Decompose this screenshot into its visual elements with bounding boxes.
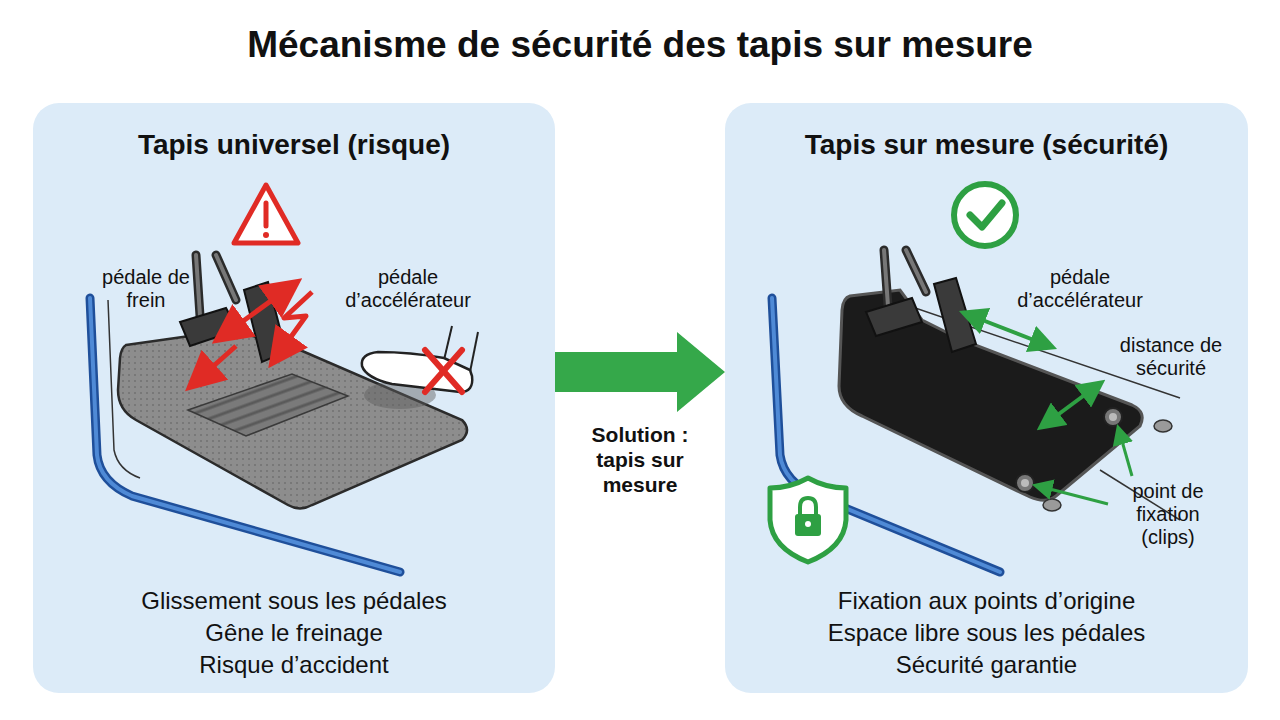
panel-heading: Tapis universel (risque) xyxy=(33,129,555,161)
left-illustration xyxy=(90,185,478,572)
panel-text: Risque d’accident xyxy=(33,650,555,680)
panel-text: Espace libre sous les pédales xyxy=(725,618,1248,648)
callout-label: pédale d’accélérateur xyxy=(990,266,1170,312)
panel-text: Gêne le freinage xyxy=(33,618,555,648)
callout-label: pédale d’accélérateur xyxy=(318,266,498,312)
panel-text: Fixation aux points d’origine xyxy=(725,586,1248,616)
panel-text: Sécurité garantie xyxy=(725,650,1248,680)
callout-label: pédale de frein xyxy=(88,266,204,312)
panel-heading: Tapis sur mesure (sécurité) xyxy=(725,129,1248,161)
flow-arrow xyxy=(555,332,725,412)
callout-label: distance de sécurité xyxy=(1100,334,1242,380)
panel: Tapis universel (risque) Glissement sous … xyxy=(33,103,555,693)
panel: Tapis sur mesure (sécurité) Fixation aux … xyxy=(725,103,1248,693)
panel-text: Glissement sous les pédales xyxy=(33,586,555,616)
right-illustration xyxy=(770,184,1180,572)
arrow-label: Solution : tapis sur mesure xyxy=(565,422,715,497)
callout-label: point de fixation (clips) xyxy=(1112,480,1224,549)
title: Mécanisme de sécurité des tapis sur mesu… xyxy=(0,24,1280,66)
